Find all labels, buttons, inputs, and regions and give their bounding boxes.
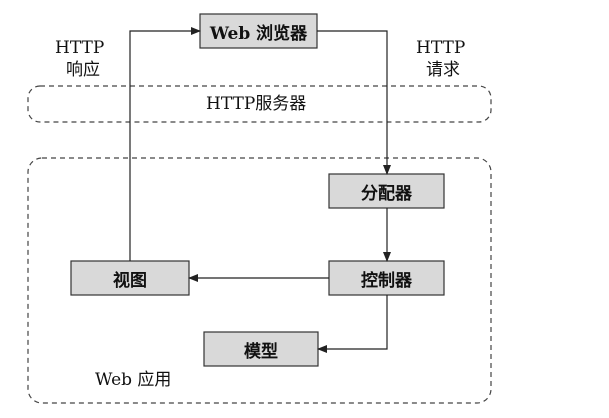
- web-app-label: Web 应用: [95, 370, 172, 390]
- http-request-arrow: [317, 30, 391, 175]
- controller-to-model-arrow: [317, 295, 388, 353]
- http-response-arrow: [129, 27, 201, 261]
- browser-label: Web 浏览器: [209, 23, 308, 44]
- view-label: 视图: [113, 270, 147, 291]
- dispatcher-label: 分配器: [361, 183, 412, 204]
- http-response-label-line2: 响应: [66, 60, 100, 80]
- http-request-label-line2: 请求: [426, 60, 460, 80]
- http-response-label-line1: HTTP: [55, 38, 105, 58]
- model-box: [203, 331, 319, 367]
- http-server-region: [27, 85, 492, 123]
- model-label: 模型: [244, 341, 278, 362]
- http-request-label-line1: HTTP: [416, 38, 466, 58]
- web-app-region: [27, 157, 492, 404]
- http-server-label: HTTP服务器: [206, 94, 307, 114]
- controller-label: 控制器: [361, 270, 412, 291]
